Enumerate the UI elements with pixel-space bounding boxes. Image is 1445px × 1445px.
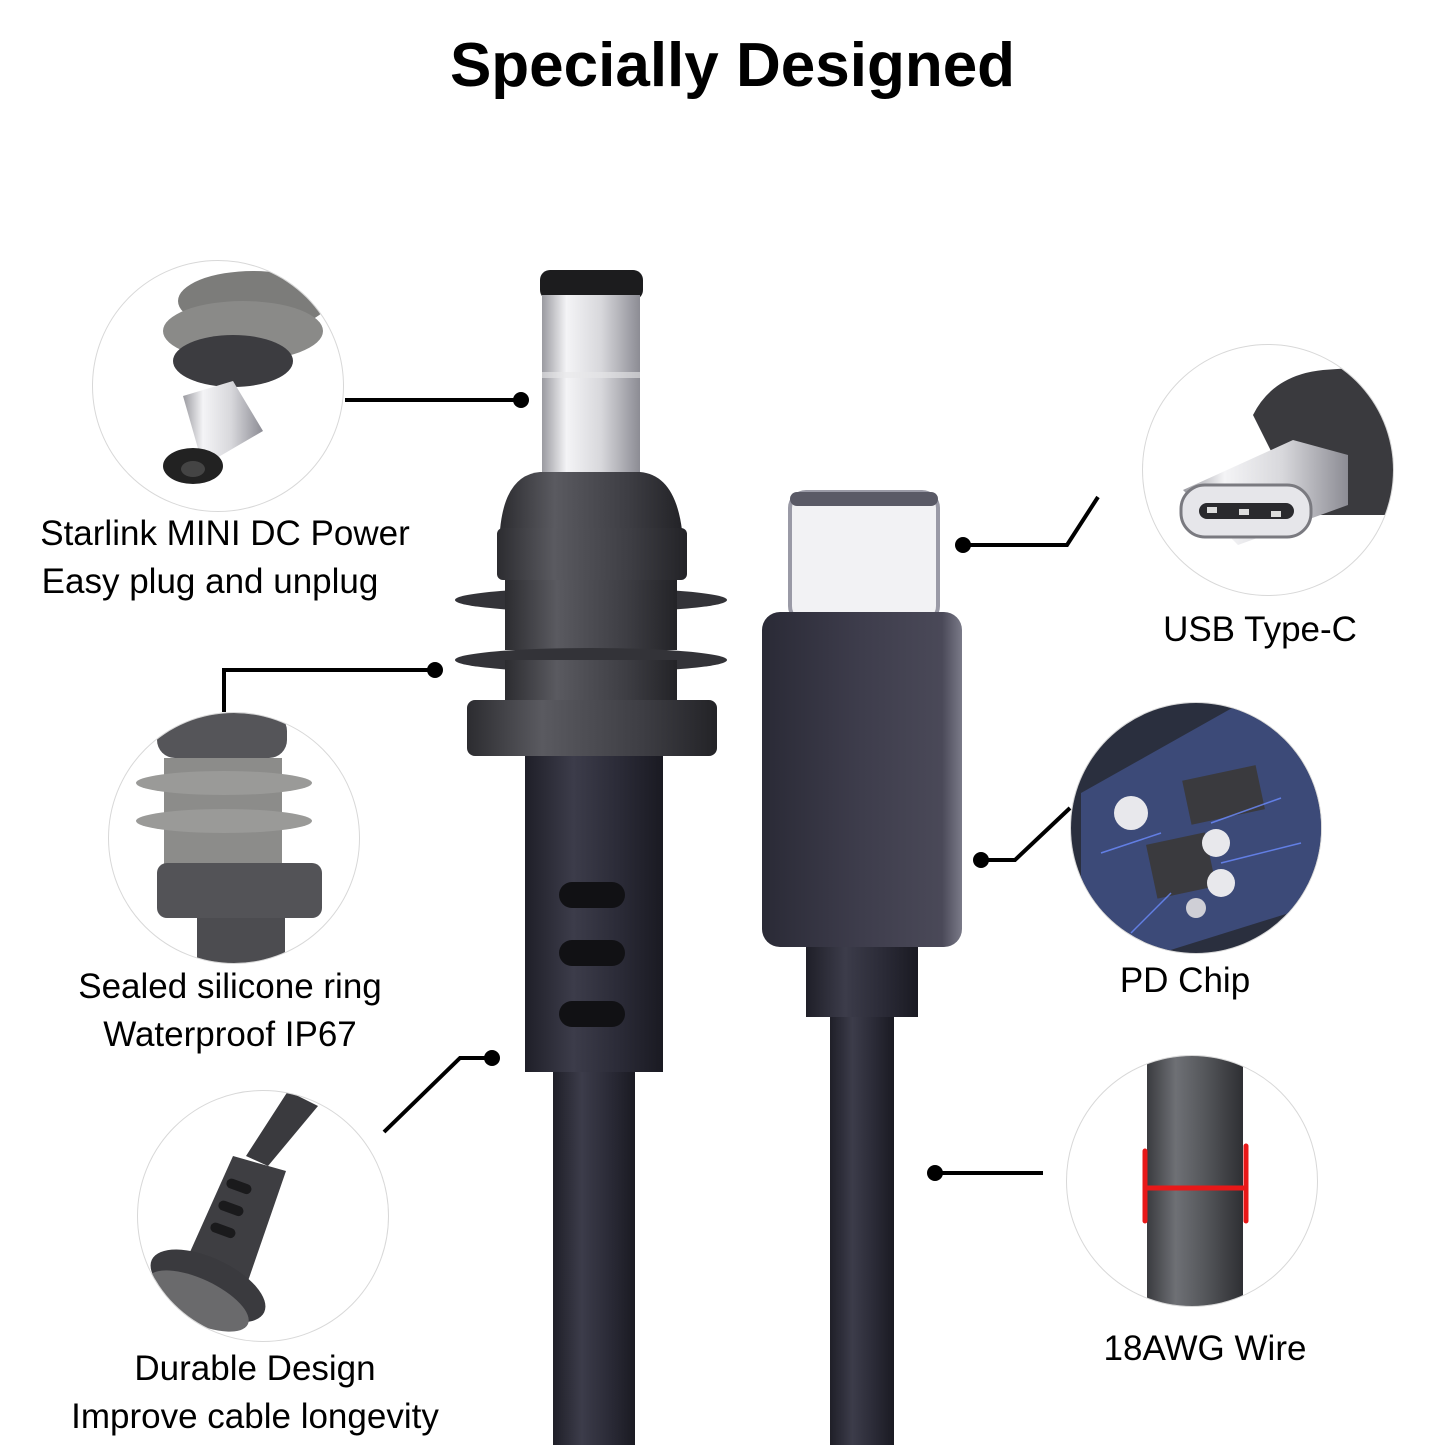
pd-chip-detail-circle <box>1070 702 1322 954</box>
feature-label-wire: 18AWG Wire <box>1070 1325 1340 1373</box>
dc-power-detail-circle <box>92 260 344 512</box>
feature-title: Sealed silicone ring <box>78 967 382 1006</box>
feature-title: 18AWG Wire <box>1103 1329 1307 1368</box>
dc-connector-illustration <box>455 270 727 1445</box>
feature-subtitle: Easy plug and unplug <box>41 562 379 601</box>
feature-title: PD Chip <box>1119 961 1251 1000</box>
dc-barrel-plug-icon <box>163 271 328 484</box>
usb-c-connector-icon <box>1179 365 1393 545</box>
feature-subtitle: Waterproof IP67 <box>103 1015 357 1054</box>
feature-subtitle: Improve cable longevity <box>71 1397 439 1436</box>
silicone-ring-icon <box>136 713 322 963</box>
feature-title: Durable Design <box>134 1349 376 1388</box>
usb-c-connector-illustration <box>762 490 962 1445</box>
feature-label-usb-c: USB Type-C <box>1120 606 1400 654</box>
wire-gauge-icon <box>1142 1056 1249 1306</box>
strain-relief-icon <box>147 1091 318 1332</box>
durable-design-detail-circle <box>137 1090 389 1342</box>
feature-label-pd-chip: PD Chip <box>1060 957 1310 1005</box>
feature-label-durable: Durable Design Improve cable longevity <box>40 1345 470 1441</box>
usb-c-detail-circle <box>1142 344 1394 596</box>
feature-title: USB Type-C <box>1163 610 1357 649</box>
silicone-ring-detail-circle <box>108 712 360 964</box>
pd-chip-circuit-icon <box>1071 703 1321 953</box>
measure-indicator <box>1142 1143 1249 1224</box>
wire-detail-circle <box>1066 1055 1318 1307</box>
leader-lines <box>222 398 1100 1175</box>
feature-label-dc-power: Starlink MINI DC Power Easy plug and unp… <box>20 510 430 606</box>
feature-label-silicone-ring: Sealed silicone ring Waterproof IP67 <box>30 963 430 1059</box>
page-title: Specially Designed <box>449 31 1016 100</box>
feature-title: Starlink MINI DC Power <box>40 514 410 553</box>
